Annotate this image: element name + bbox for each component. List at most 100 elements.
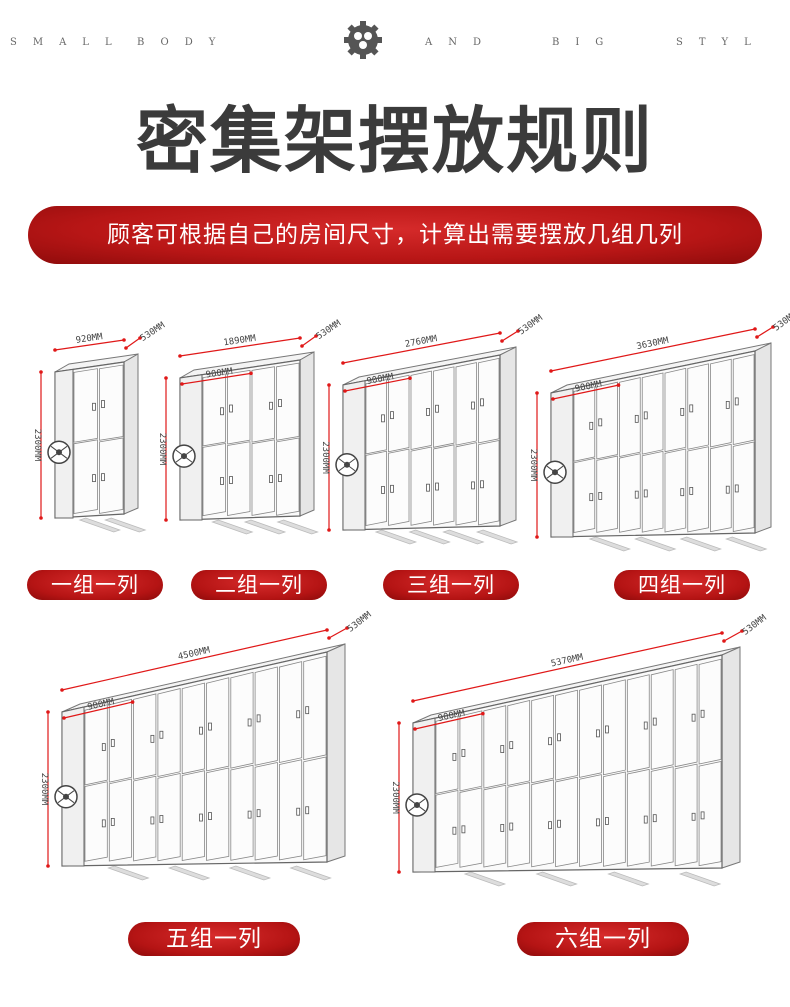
dimension-endpoint — [498, 331, 502, 335]
cabinet-door — [459, 710, 483, 792]
dimension-endpoint — [345, 626, 349, 630]
dimension-line — [552, 384, 619, 400]
door-handle — [229, 404, 233, 413]
door-handle — [452, 826, 457, 835]
dimension-endpoint — [343, 389, 347, 393]
cabinet-side — [299, 351, 315, 517]
door-handle — [381, 486, 385, 494]
door-handle — [680, 407, 685, 416]
cabinet-door — [276, 437, 300, 516]
cabinet-door — [478, 440, 500, 526]
dimension-endpoint — [481, 711, 485, 716]
door-handle — [643, 489, 648, 498]
end-panel — [550, 387, 574, 538]
floor-rail — [289, 865, 332, 881]
cabinet-door — [710, 443, 732, 533]
cabinet-door — [435, 715, 459, 795]
door-handle — [589, 493, 594, 502]
dimension-line — [342, 332, 501, 364]
dimension-endpoint — [771, 325, 775, 329]
dimension-endpoint — [164, 376, 168, 380]
cabinet-door — [433, 366, 455, 448]
door-handle — [208, 812, 212, 820]
door-handle — [208, 722, 212, 731]
tagline-word: BODY — [137, 37, 232, 48]
door-handle — [509, 741, 514, 750]
cabinet-door — [619, 453, 641, 533]
cabinet-door — [278, 661, 303, 763]
door-handle — [557, 819, 561, 828]
cabinet-door — [483, 705, 507, 789]
door-handle — [92, 402, 96, 411]
cabinet-config-1: 2300MM 920MM 530MM — [32, 320, 168, 533]
label-four-groups: 四组一列 — [614, 570, 750, 600]
depth-dimension-label: 530MM — [346, 610, 374, 635]
door-handle — [101, 743, 106, 751]
tagline-word: BIG — [552, 37, 620, 48]
cabinet-door — [626, 674, 650, 773]
door-handle — [229, 476, 233, 484]
dimension-endpoint — [39, 516, 43, 520]
hand-wheel-spoke — [50, 445, 68, 459]
dimension-endpoint — [300, 344, 304, 348]
dimension-line — [179, 337, 301, 357]
height-dimension-label: 2300MM — [157, 433, 167, 466]
width-dimension-label: 1890MM — [223, 334, 257, 349]
cabinet-door — [230, 671, 254, 769]
floor-rail — [678, 871, 722, 887]
dimension-endpoint — [164, 518, 168, 522]
dimension-endpoint — [408, 376, 412, 380]
cabinet-door — [507, 700, 531, 786]
cabinet-door — [555, 776, 578, 868]
dimension-endpoint — [753, 327, 757, 331]
door-handle — [557, 733, 561, 742]
door-handle — [461, 749, 466, 757]
depth-dimension-label: 530MM — [139, 320, 168, 344]
door-handle — [634, 414, 639, 423]
floor-rail — [374, 529, 418, 545]
floor-rail — [463, 871, 507, 887]
label-six-groups: 六组一列 — [517, 922, 689, 956]
floor-rail — [107, 865, 150, 881]
dimension-endpoint — [500, 339, 504, 343]
dimension-endpoint — [46, 864, 50, 868]
floor-rail — [442, 529, 485, 545]
floor-rail — [228, 865, 272, 881]
label-one-group: 一组一列 — [27, 570, 163, 600]
depth-dimension-label: 530MM — [741, 613, 769, 638]
cabinet-door — [251, 366, 275, 443]
hand-wheel-spoke — [408, 798, 426, 812]
dimension-line — [756, 326, 774, 338]
dimension-endpoint — [755, 335, 759, 339]
cabinet-side — [326, 643, 346, 863]
dimension-endpoint — [549, 369, 553, 373]
door-handle — [269, 475, 273, 483]
door-handle — [691, 713, 696, 722]
dimension-endpoint — [341, 361, 345, 365]
depth-dimension-label: 530MM — [517, 313, 545, 337]
cabinet-door — [410, 370, 432, 451]
cabinet-door — [108, 778, 133, 862]
door-handle — [296, 710, 301, 719]
cabinet-door — [710, 358, 732, 448]
dimension-endpoint — [720, 631, 724, 635]
cabinet-door — [365, 378, 387, 455]
width-dimension-label: 920MM — [75, 332, 104, 346]
dimension-endpoint — [53, 348, 57, 352]
cabinet-door — [303, 655, 327, 761]
door-handle — [159, 730, 164, 739]
door-handle — [110, 818, 115, 826]
dimension-line — [125, 337, 141, 349]
cabinet-door — [650, 766, 674, 867]
cabinet-door — [254, 762, 278, 861]
door-handle — [110, 739, 115, 747]
door-handle — [278, 474, 282, 482]
door-handle — [725, 485, 730, 494]
label-three-groups: 三组一列 — [383, 570, 519, 600]
cabinet-door — [73, 439, 98, 515]
door-handle — [159, 815, 164, 823]
depth-dimension-label: 530MM — [772, 309, 790, 334]
cabinet-door — [555, 689, 578, 781]
cabinet-door — [108, 698, 133, 783]
dimension-endpoint — [535, 391, 539, 395]
